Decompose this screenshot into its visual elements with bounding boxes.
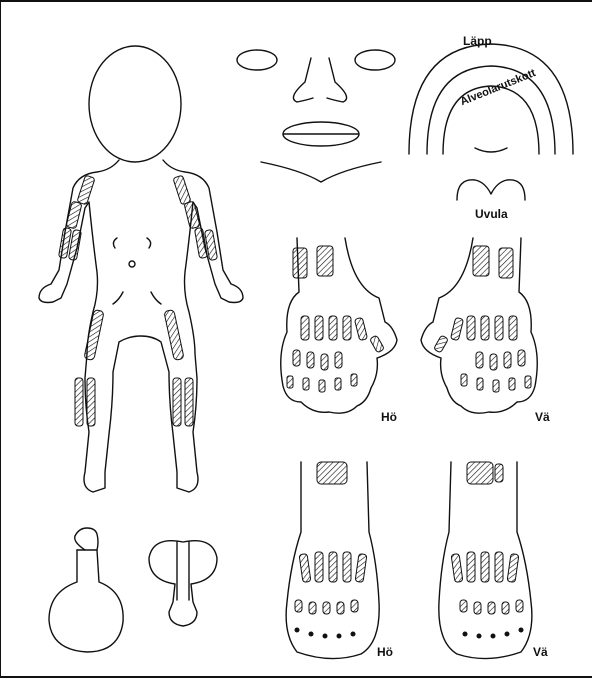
left-hand — [421, 238, 537, 413]
right-hand — [281, 238, 397, 413]
left-foot — [439, 462, 532, 659]
female-genital-outline — [149, 541, 217, 626]
uvula-shape — [457, 180, 525, 200]
face-outline — [237, 50, 395, 182]
left-foot-label: Vä — [533, 646, 548, 658]
right-hand-label: Hö — [381, 411, 397, 423]
right-foot — [286, 462, 379, 659]
body-bones — [58, 175, 217, 426]
left-hand-label: Vä — [535, 411, 550, 423]
lip-label: Läpp — [463, 35, 492, 47]
male-genital-outline — [49, 528, 123, 652]
palate-diagram — [409, 44, 573, 154]
child-body-outline — [39, 46, 243, 492]
right-foot-label: Hö — [377, 646, 393, 658]
uvula-label: Uvula — [475, 208, 508, 220]
